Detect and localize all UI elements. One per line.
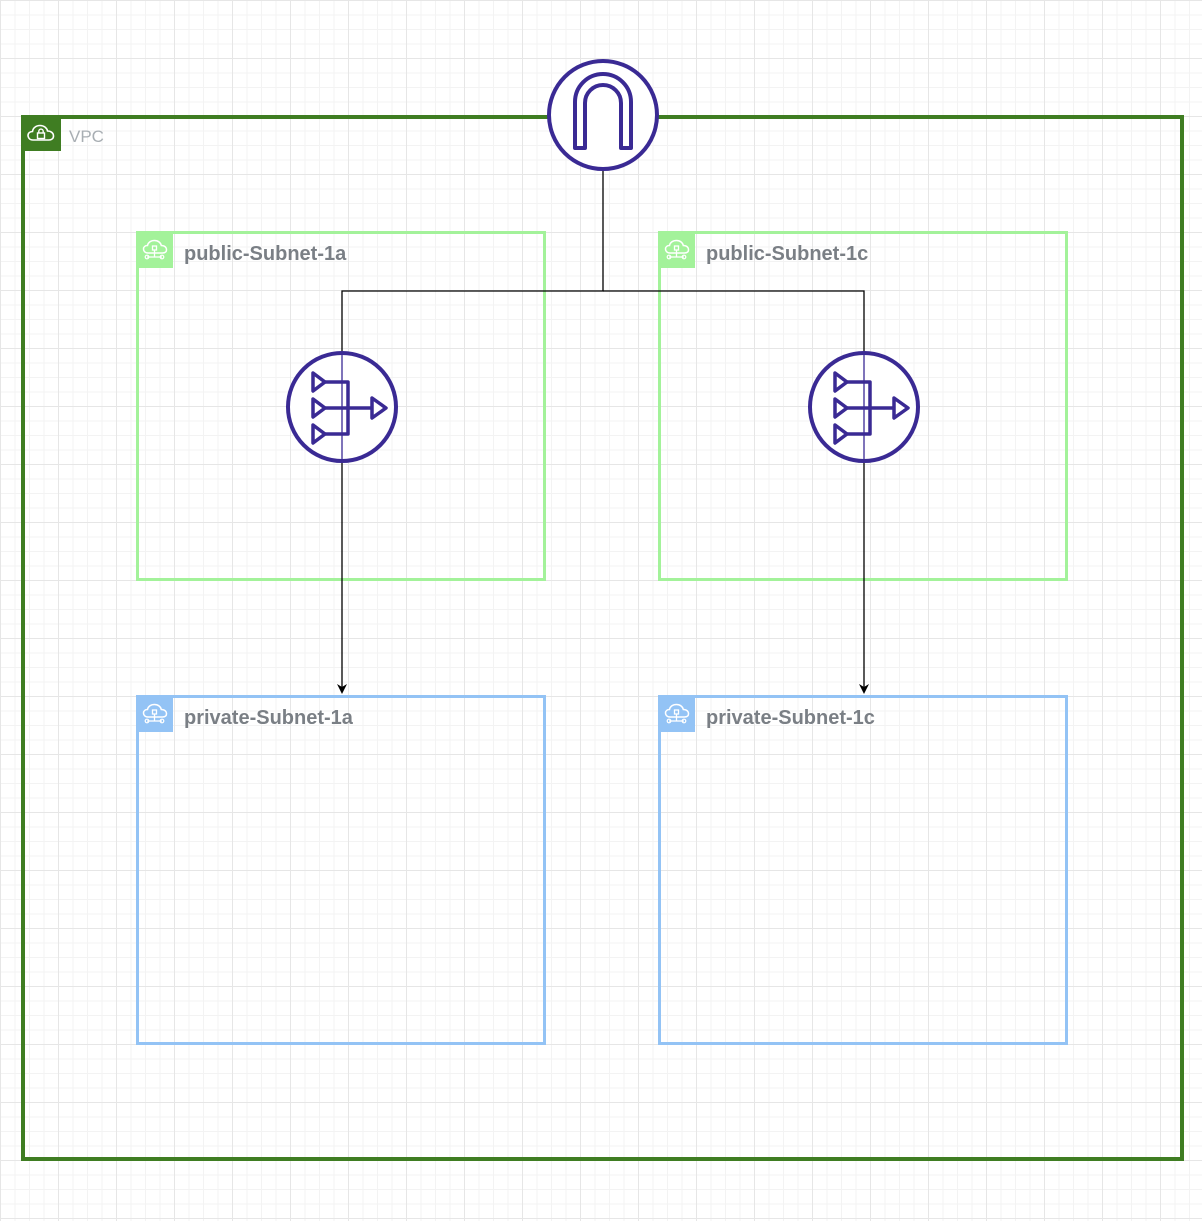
subnet-cloud-icon (658, 231, 695, 268)
subnet-cloud-icon (136, 231, 173, 268)
subnet-public-1c[interactable]: public-Subnet-1c (658, 231, 1068, 581)
vpc-cloud-lock-icon (21, 115, 61, 151)
subnet-label: private-Subnet-1c (706, 707, 875, 729)
subnet-cloud-icon (658, 695, 695, 732)
internet-gateway-icon[interactable] (547, 59, 659, 171)
subnet-label: public-Subnet-1a (184, 243, 347, 265)
connector-edge-1a[interactable] (337, 170, 604, 694)
connector-edge-1c[interactable] (603, 290, 869, 694)
subnet-public-1a[interactable]: public-Subnet-1a (136, 231, 546, 581)
subnet-private-1a[interactable]: private-Subnet-1a (136, 695, 546, 1045)
subnet-label: public-Subnet-1c (706, 243, 869, 265)
vpc-label: VPC (69, 127, 104, 146)
subnet-private-1c[interactable]: private-Subnet-1c (658, 695, 1068, 1045)
subnet-cloud-icon (136, 695, 173, 732)
subnet-label: private-Subnet-1a (184, 707, 353, 729)
